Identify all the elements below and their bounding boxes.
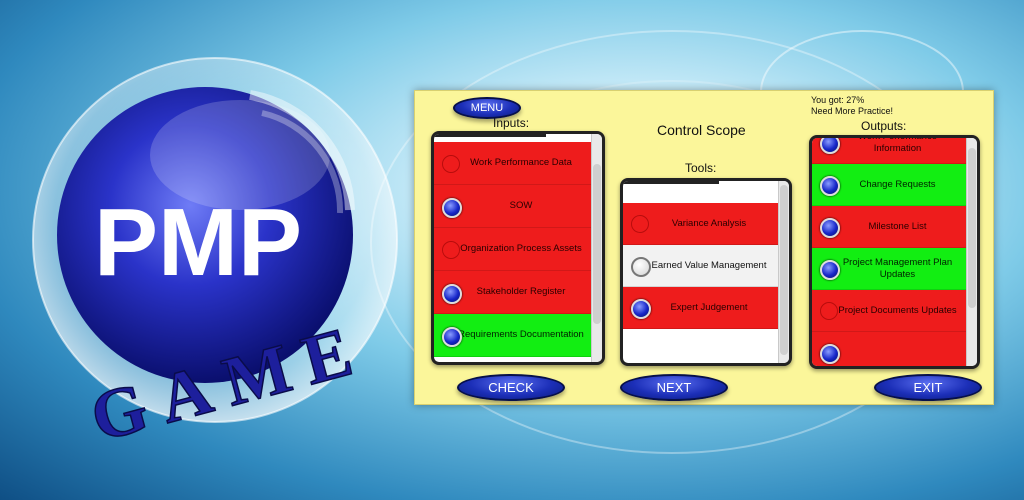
score-feedback: Need More Practice! (811, 106, 894, 116)
output-option-label: Project Documents Updates (838, 304, 957, 316)
tool-option[interactable]: Expert Judgement (623, 287, 779, 329)
exit-button[interactable]: EXIT (874, 374, 982, 401)
selected-radio-icon[interactable] (820, 344, 840, 364)
tools-scrollbar[interactable] (778, 181, 789, 363)
logo-main-text: PMP (94, 189, 302, 296)
output-option-label: Project Management Plan Updates (842, 256, 953, 280)
output-option-label: Milestone List (868, 220, 927, 232)
pmp-game-logo: PMP GAME (32, 57, 398, 455)
tool-option[interactable]: Variance Analysis (623, 203, 779, 245)
unselected-radio-icon[interactable] (820, 302, 838, 320)
check-button[interactable]: CHECK (457, 374, 565, 401)
input-option-label: Stakeholder Register (476, 286, 566, 297)
unselected-radio-icon[interactable] (442, 154, 460, 173)
outputs-heading: Outputs: (861, 119, 907, 133)
tool-option-label: Earned Value Management (651, 259, 767, 271)
menu-button[interactable]: MENU (453, 97, 521, 119)
selected-radio-icon[interactable] (631, 299, 651, 319)
input-option[interactable]: SOW (434, 185, 592, 228)
output-option[interactable]: Milestone List (812, 206, 967, 248)
output-option[interactable]: Change Requests (812, 164, 967, 206)
next-button[interactable]: NEXT (620, 374, 728, 401)
inputs-scrollbar[interactable] (591, 134, 602, 362)
selected-radio-icon[interactable] (820, 260, 840, 280)
tool-option-label: Expert Judgement (670, 301, 748, 313)
selected-radio-icon[interactable] (820, 176, 840, 196)
output-option[interactable] (812, 332, 967, 366)
output-option-label: Change Requests (859, 178, 936, 190)
tools-heading: Tools: (685, 161, 717, 175)
game-panel: MENU You got: 27% Need More Practice! Co… (414, 90, 994, 405)
score-text: You got: 27% (811, 95, 865, 105)
selected-radio-icon[interactable] (820, 138, 840, 154)
selected-radio-icon[interactable] (442, 326, 462, 347)
input-option[interactable]: Organization Process Assets (434, 228, 592, 271)
input-option-label: Organization Process Assets (460, 243, 582, 254)
input-option[interactable]: Stakeholder Register (434, 271, 592, 314)
selected-radio-icon[interactable] (820, 218, 840, 238)
inputs-heading: Inputs: (493, 116, 530, 130)
tool-option[interactable]: Earned Value Management (623, 245, 779, 287)
input-option-label: SOW (509, 200, 533, 211)
neutral-radio-icon[interactable] (631, 257, 651, 277)
output-option[interactable]: Project Documents Updates (812, 290, 967, 332)
output-option[interactable]: Project Management Plan Updates (812, 248, 967, 290)
unselected-radio-icon[interactable] (442, 240, 460, 259)
output-option[interactable]: Work Performance Information (812, 135, 967, 164)
output-option-label: Work Performance Information (857, 135, 937, 154)
selected-radio-icon[interactable] (442, 283, 462, 304)
selected-radio-icon[interactable] (442, 197, 462, 218)
tool-option-label: Variance Analysis (671, 217, 747, 229)
outputs-scrollbar[interactable] (966, 138, 977, 366)
unselected-radio-icon[interactable] (631, 215, 649, 233)
input-option-label: Work Performance Data (470, 157, 572, 168)
screen-title: Control Scope (657, 122, 746, 138)
input-option-label: Requirements Documentation (458, 329, 584, 340)
input-option[interactable]: Work Performance Data (434, 142, 592, 185)
input-option[interactable]: Requirements Documentation (434, 314, 592, 357)
